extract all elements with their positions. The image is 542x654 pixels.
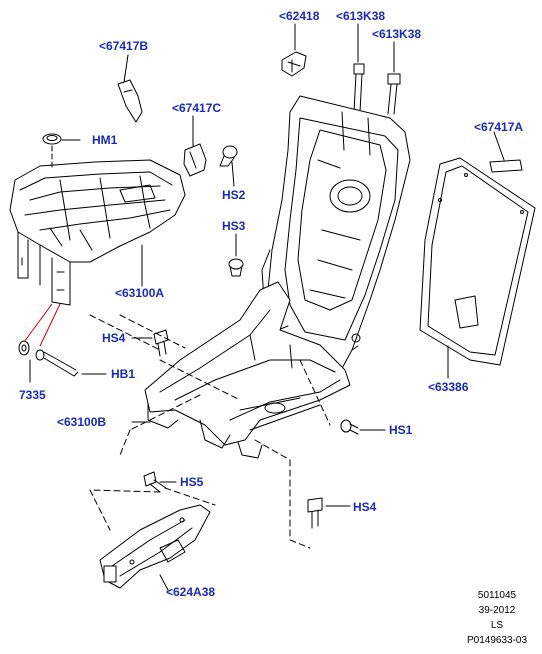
callout-7335[interactable]: 7335	[19, 388, 46, 402]
callout-67417A[interactable]: <67417A	[474, 120, 524, 134]
callout-62418[interactable]: <62418	[279, 9, 320, 23]
screw-HS2	[219, 145, 238, 167]
callout-HM1[interactable]: HM1	[92, 133, 118, 147]
grommet-HM1	[42, 133, 62, 145]
callout-67417C[interactable]: <67417C	[172, 101, 222, 115]
guide-613K38-left	[353, 63, 365, 113]
bolt-HS4-upper	[153, 329, 169, 357]
callout-HB1[interactable]: HB1	[111, 367, 136, 381]
strap-67417B	[117, 79, 143, 123]
back-panel-63386	[419, 157, 536, 366]
red-leaders-7335	[23, 303, 61, 347]
footer-code-3: LS	[490, 620, 504, 631]
callout-63100B[interactable]: <63100B	[57, 415, 107, 429]
callout-613K38-b[interactable]: <613K38	[372, 27, 422, 41]
washer-7335	[18, 340, 30, 356]
callout-613K38-a[interactable]: <613K38	[336, 9, 386, 23]
guide-613K38-right	[387, 73, 401, 115]
footer-code-2: 39-2012	[478, 605, 516, 616]
bolt-HB1	[35, 349, 79, 377]
callout-HS5[interactable]: HS5	[180, 475, 204, 489]
seat-base-frame	[144, 281, 351, 459]
callout-63100A[interactable]: <63100A	[115, 286, 165, 300]
leader-lines	[29, 23, 505, 591]
callout-HS1[interactable]: HS1	[389, 423, 413, 437]
bolt-HS3	[228, 258, 244, 277]
callout-67417B[interactable]: <67417B	[99, 39, 149, 53]
pin-62418	[281, 51, 307, 77]
seat-cushion-frame-63100A	[9, 159, 186, 306]
footer-code-4: P0149633-03	[466, 635, 528, 646]
callout-63386[interactable]: <63386	[428, 380, 469, 394]
bolt-HS5	[143, 471, 167, 493]
callout-624A38[interactable]: <624A38	[166, 585, 216, 599]
callout-HS2[interactable]: HS2	[222, 188, 246, 202]
footer-code-1: 5011045	[477, 590, 517, 601]
callout-HS4-upper[interactable]: HS4	[102, 331, 126, 345]
callout-HS4-lower[interactable]: HS4	[353, 500, 377, 514]
bolt-HS1	[340, 419, 359, 435]
recliner-bracket-624A38	[99, 504, 211, 589]
clip-67417C	[183, 143, 207, 177]
seat-back-frame	[261, 95, 411, 373]
bolt-HS4-lower	[307, 497, 323, 529]
assembly-dash-lines	[89, 314, 331, 549]
callout-HS3[interactable]: HS3	[222, 219, 246, 233]
label-67417A	[489, 159, 523, 173]
